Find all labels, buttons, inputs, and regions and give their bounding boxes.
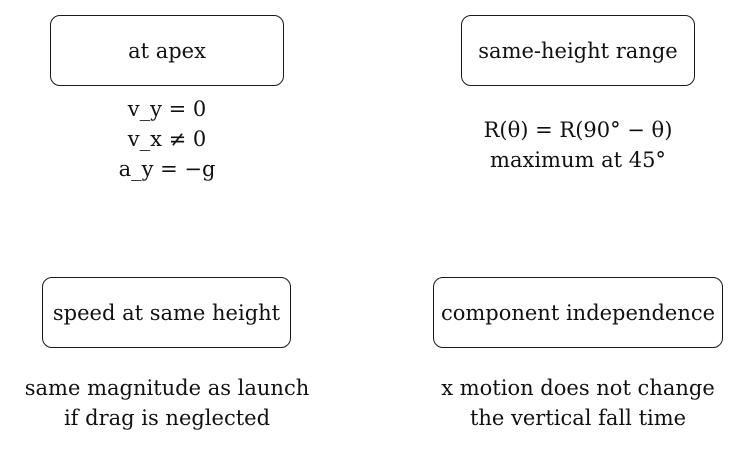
independence-desc-line-1: x motion does not change <box>441 376 715 400</box>
box-same-height-range-label: same-height range <box>478 38 678 63</box>
box-at-apex-label: at apex <box>128 38 206 63</box>
box-same-height-range: same-height range <box>461 15 695 86</box>
speed-desc-line-1: same magnitude as launch <box>24 376 310 400</box>
box-speed-at-same-height: speed at same height <box>42 277 291 348</box>
apex-eq-vy: v_y = 0 <box>127 97 207 121</box>
independence-desc-line-2: the vertical fall time <box>469 406 687 430</box>
box-component-independence: component independence <box>433 277 723 348</box>
range-equations: R(θ) = R(90° − θ) maximum at 45° <box>484 115 673 175</box>
range-eq-symmetry: R(θ) = R(90° − θ) <box>483 118 673 142</box>
speed-desc-line-2: if drag is neglected <box>63 406 271 430</box>
apex-eq-vx: v_x ≠ 0 <box>127 127 207 151</box>
box-speed-at-same-height-label: speed at same height <box>52 300 281 325</box>
speed-description: same magnitude as launch if drag is negl… <box>25 373 309 433</box>
apex-equations: v_y = 0 v_x ≠ 0 a_y = −g <box>119 94 216 184</box>
apex-eq-ay: a_y = −g <box>118 157 216 181</box>
range-eq-maximum: maximum at 45° <box>490 148 666 172</box>
box-component-independence-label: component independence <box>440 300 716 325</box>
box-at-apex: at apex <box>50 15 284 86</box>
independence-description: x motion does not change the vertical fa… <box>441 373 715 433</box>
